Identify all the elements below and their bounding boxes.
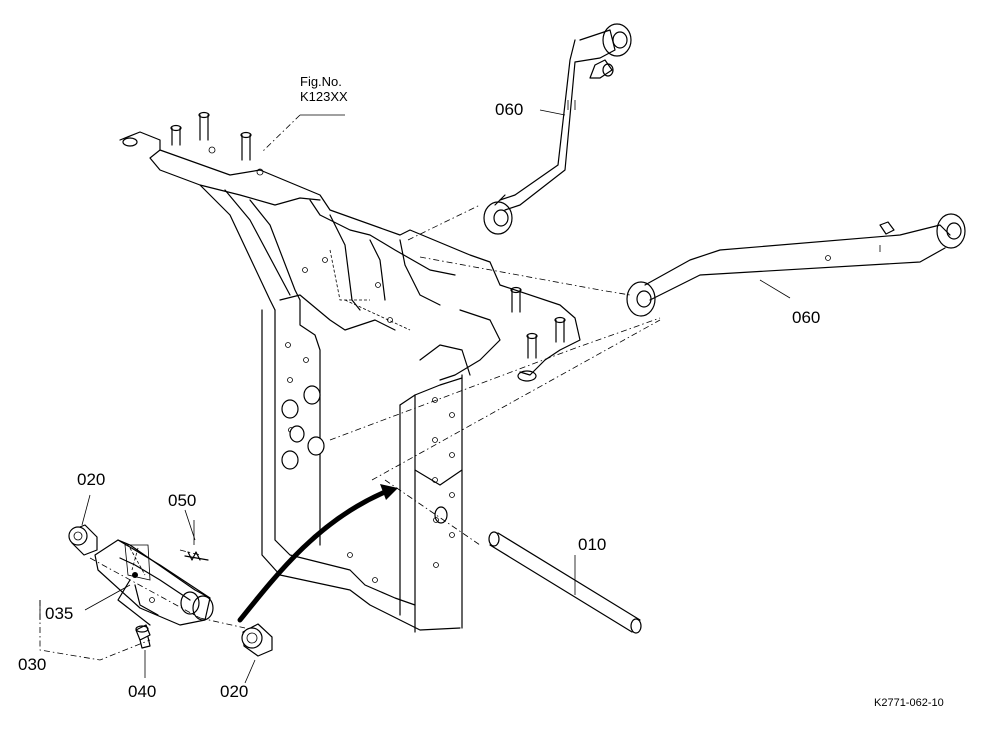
part-label-035: 035 bbox=[45, 604, 74, 623]
part-label-040: 040 bbox=[128, 682, 157, 701]
frame-nuts bbox=[281, 385, 325, 470]
bushing-020-upper bbox=[68, 524, 98, 556]
front-bracket-frame bbox=[119, 111, 581, 633]
figure-ref-line1: Fig.No. bbox=[300, 74, 342, 89]
assembly-arrow bbox=[237, 484, 398, 623]
upper-arm-060 bbox=[483, 23, 632, 235]
figure-ref-label: Fig.No. K123XX bbox=[300, 74, 348, 105]
drawing-code: K2771-062-10 bbox=[874, 697, 944, 709]
label-leaders bbox=[39, 109, 791, 684]
part-label-020-upper: 020 bbox=[77, 470, 106, 489]
pin-010 bbox=[488, 531, 642, 634]
part-label-020-lower: 020 bbox=[220, 682, 249, 701]
snap-pin-050 bbox=[184, 520, 209, 561]
part-label-030: 030 bbox=[18, 655, 47, 674]
part-label-060-upper: 060 bbox=[495, 100, 524, 119]
leader-lines bbox=[39, 114, 661, 661]
part-label-050: 050 bbox=[168, 491, 197, 510]
lower-arm-060 bbox=[626, 213, 966, 317]
bolt-040 bbox=[135, 624, 151, 649]
bushing-020-lower bbox=[241, 623, 273, 657]
figure-ref-line2: K123XX bbox=[300, 88, 348, 104]
cover-assembly-030 bbox=[94, 539, 214, 626]
part-label-060-right: 060 bbox=[792, 308, 821, 327]
part-label-010: 010 bbox=[578, 535, 607, 554]
